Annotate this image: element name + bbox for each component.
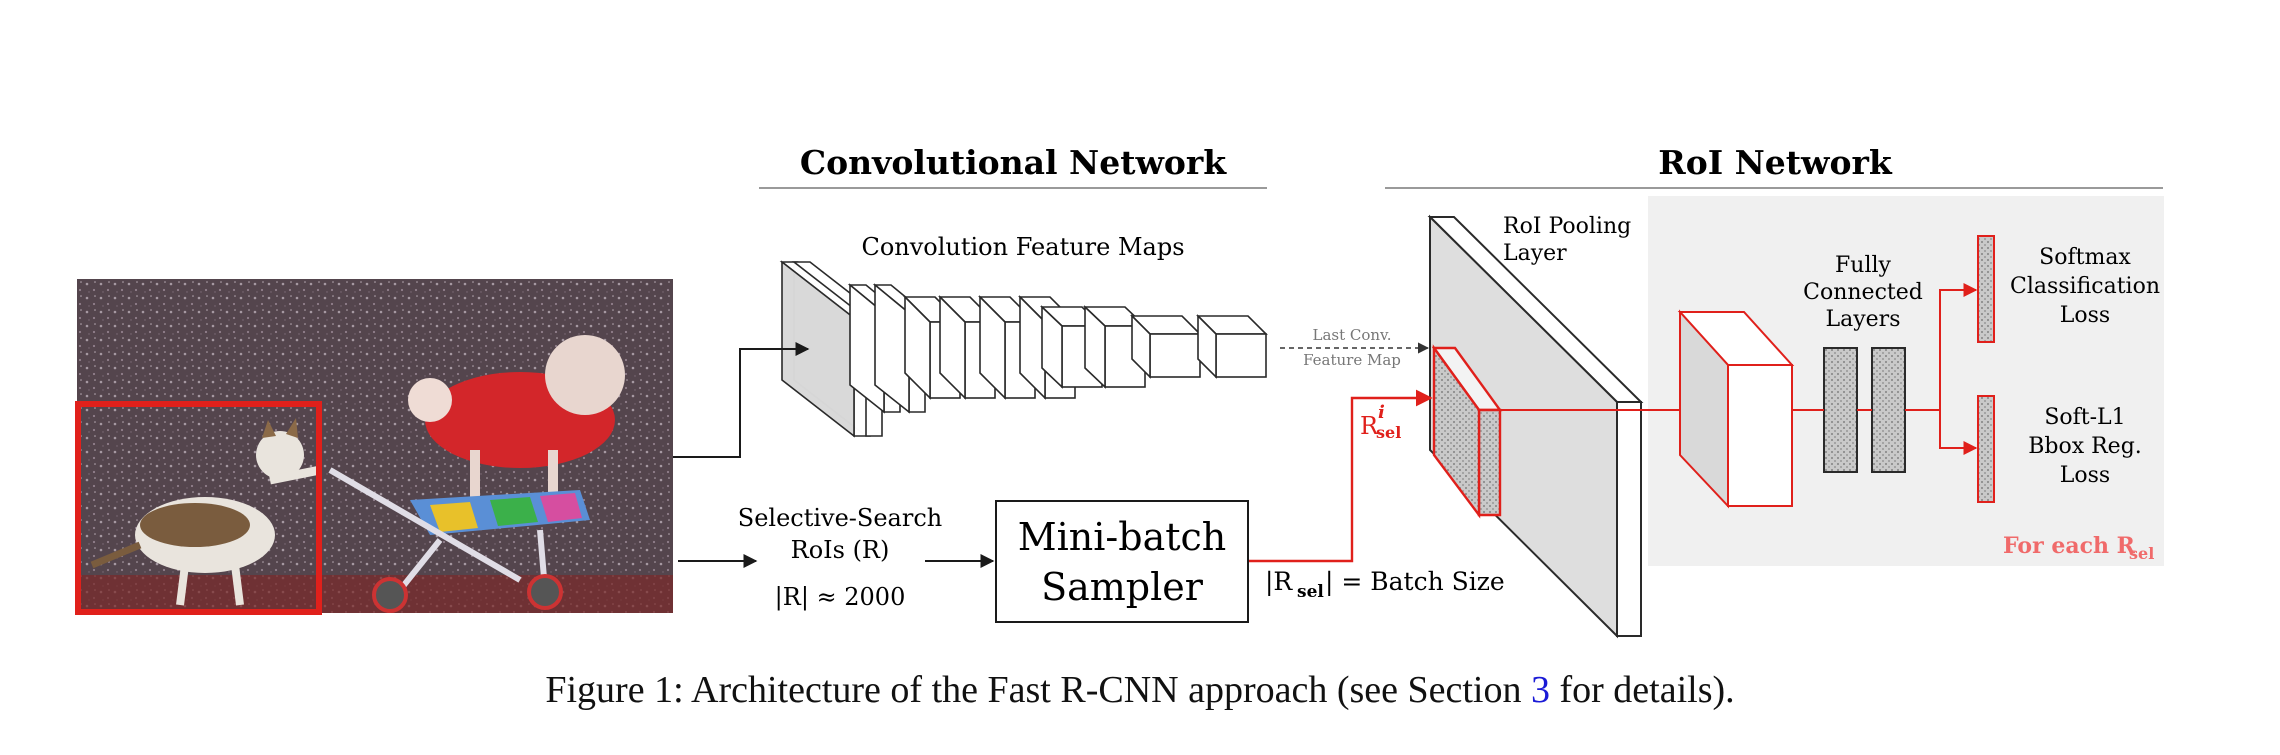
ss-label-1: Selective-Search: [738, 504, 942, 532]
caption-prefix: Figure 1: Architecture of the Fast R-CNN…: [545, 669, 1531, 711]
last-conv-label-1: Last Conv.: [1312, 326, 1391, 344]
roi-network-heading: RoI Network: [1658, 143, 1893, 182]
svg-text:sel: sel: [2129, 544, 2154, 563]
ss-label-2: RoIs (R): [791, 536, 890, 564]
feature-map-stack: [779, 260, 1268, 438]
roi-pooling-label-2: Layer: [1503, 241, 1567, 266]
fc-layer-1: [1823, 347, 1858, 473]
ss-label-3: |R| ≈ 2000: [775, 583, 906, 612]
roi-feature-cube: [1677, 309, 1795, 509]
softmax-label-2: Classification: [2010, 274, 2160, 299]
to-softmax-arrow: [1939, 283, 1978, 410]
svg-text:i: i: [1378, 402, 1385, 423]
fc-label-1: Fully: [1835, 253, 1892, 278]
fc-label-2: Connected: [1803, 280, 1923, 305]
conv-maps-label: Convolution Feature Maps: [861, 233, 1184, 261]
mini-batch-sampler-box: [995, 500, 1249, 623]
svg-text:For each R: For each R: [2003, 533, 2136, 559]
sampler-label-1: Mini-batch: [1018, 515, 1227, 559]
caption-suffix: for details).: [1549, 669, 1735, 711]
svg-text:sel: sel: [1297, 582, 1324, 602]
fc-label-3: Layers: [1826, 307, 1901, 332]
softmax-label-1: Softmax: [2039, 245, 2131, 270]
roi-pooling-label-1: RoI Pooling: [1503, 214, 1631, 239]
sampler-to-roi-arrow: [1248, 389, 1433, 563]
svg-text:R: R: [1360, 412, 1379, 440]
bbox-label-2: Bbox Reg.: [2028, 434, 2142, 459]
sampler-label-2: Sampler: [1041, 565, 1204, 609]
bbox-label-3: Loss: [2060, 463, 2110, 488]
rsel-label: R i sel: [1360, 402, 1401, 442]
cat-and-dog-photo: [75, 279, 673, 615]
svg-text:| = Batch Size: | = Batch Size: [1325, 567, 1505, 597]
photo-to-conv-arrow: [673, 342, 810, 458]
bbox-label-1: Soft-L1: [2044, 405, 2125, 430]
last-conv-label-2: Feature Map: [1303, 351, 1401, 369]
roi-box: [75, 401, 322, 615]
svg-text:sel: sel: [1376, 423, 1401, 442]
to-bbox-arrow: [1939, 410, 1978, 455]
pooled-roi-box: [1431, 344, 1503, 519]
section-ref-link[interactable]: 3: [1530, 669, 1550, 711]
bbox-output: [1977, 395, 1995, 503]
for-each-rsel-label: For each R sel: [2003, 533, 2154, 563]
batch-size-label: |R sel | = Batch Size: [1265, 567, 1505, 602]
conv-network-heading: Convolutional Network: [800, 143, 1227, 182]
softmax-label-3: Loss: [2060, 303, 2110, 328]
softmax-output: [1977, 235, 1995, 343]
roi-pooling-layer: [1427, 214, 1644, 639]
svg-text:|R: |R: [1265, 567, 1293, 597]
figure-caption: Figure 1: Architecture of the Fast R-CNN…: [0, 668, 2280, 712]
fc-layer-2: [1871, 347, 1906, 473]
